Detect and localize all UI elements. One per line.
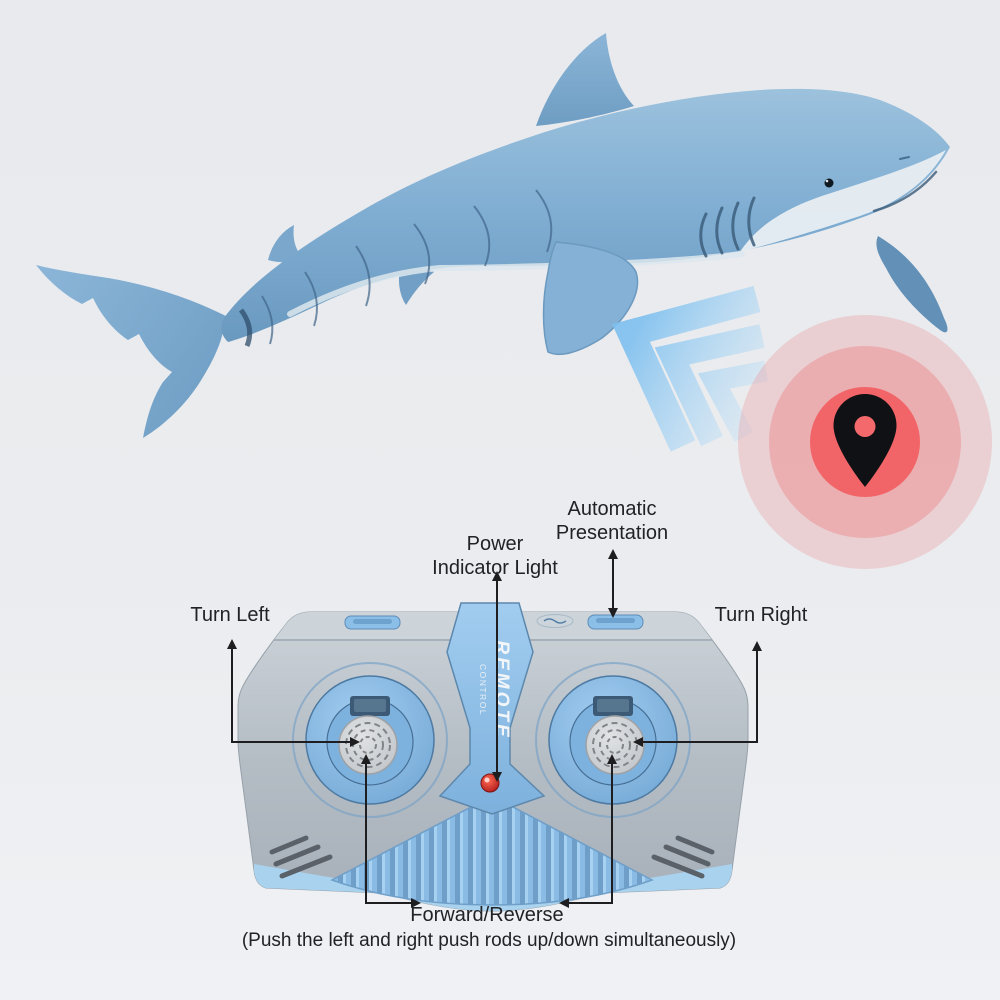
label-power-line1: Power	[466, 533, 524, 555]
remote-control-image: REMOTE CONTROL	[237, 602, 749, 912]
shark-tail-fin	[36, 265, 226, 438]
remote-text-primary: REMOTE	[491, 640, 512, 739]
remote-bottom-band	[254, 864, 732, 911]
right-joystick-knob	[585, 715, 645, 775]
shark-belly-line	[287, 251, 745, 317]
right-top-button-slot	[596, 618, 635, 623]
label-forward-reverse: Forward/Reverse	[410, 904, 564, 926]
remote-grip-slots-left	[269, 835, 333, 879]
signal-waves-icon	[612, 285, 768, 452]
left-joystick	[292, 662, 448, 818]
remote-center-strip	[438, 602, 546, 815]
shark-belly	[740, 150, 946, 252]
label-forward-reverse-note: (Push the left and right push rods up/do…	[241, 930, 737, 951]
shark-eye-glint	[825, 179, 829, 183]
label-turn-right: Turn Right	[714, 604, 808, 626]
shark-gills	[699, 196, 756, 258]
label-power-indicator: Power Indicator Light	[432, 532, 558, 580]
label-automatic-line2: Presentation	[555, 522, 669, 544]
right-joystick	[535, 662, 691, 818]
brand-logo-badge	[536, 614, 574, 628]
shark-body-segments	[261, 189, 553, 345]
shark-eye	[824, 178, 834, 188]
arrow-forward-right	[567, 762, 613, 904]
label-automatic-presentation: Automatic Presentation	[556, 497, 668, 545]
shark-nostril	[899, 156, 910, 160]
label-turn-left: Turn Left	[190, 604, 270, 626]
left-top-button-slot	[353, 619, 392, 624]
shark-body	[221, 88, 951, 342]
arrow-turn-right	[641, 649, 758, 743]
power-led	[480, 773, 500, 793]
left-joystick-knob	[338, 715, 398, 775]
shark-mouth	[872, 170, 938, 213]
arrow-turn-left	[231, 647, 352, 743]
annotation-arrowheads	[227, 549, 762, 908]
location-pin-icon	[833, 394, 897, 487]
shark-tail-joint	[238, 308, 253, 347]
remote-grip-slots-right	[651, 835, 715, 879]
annotation-arrows	[231, 557, 758, 904]
shark-far-pectoral-fin	[876, 236, 948, 333]
arrow-forward-left	[365, 762, 413, 904]
label-automatic-line1: Automatic	[567, 498, 657, 520]
label-power-line2: Indicator Light	[432, 557, 558, 579]
shark-dorsal-fin	[536, 33, 634, 126]
remote-text-secondary: CONTROL	[478, 664, 488, 716]
